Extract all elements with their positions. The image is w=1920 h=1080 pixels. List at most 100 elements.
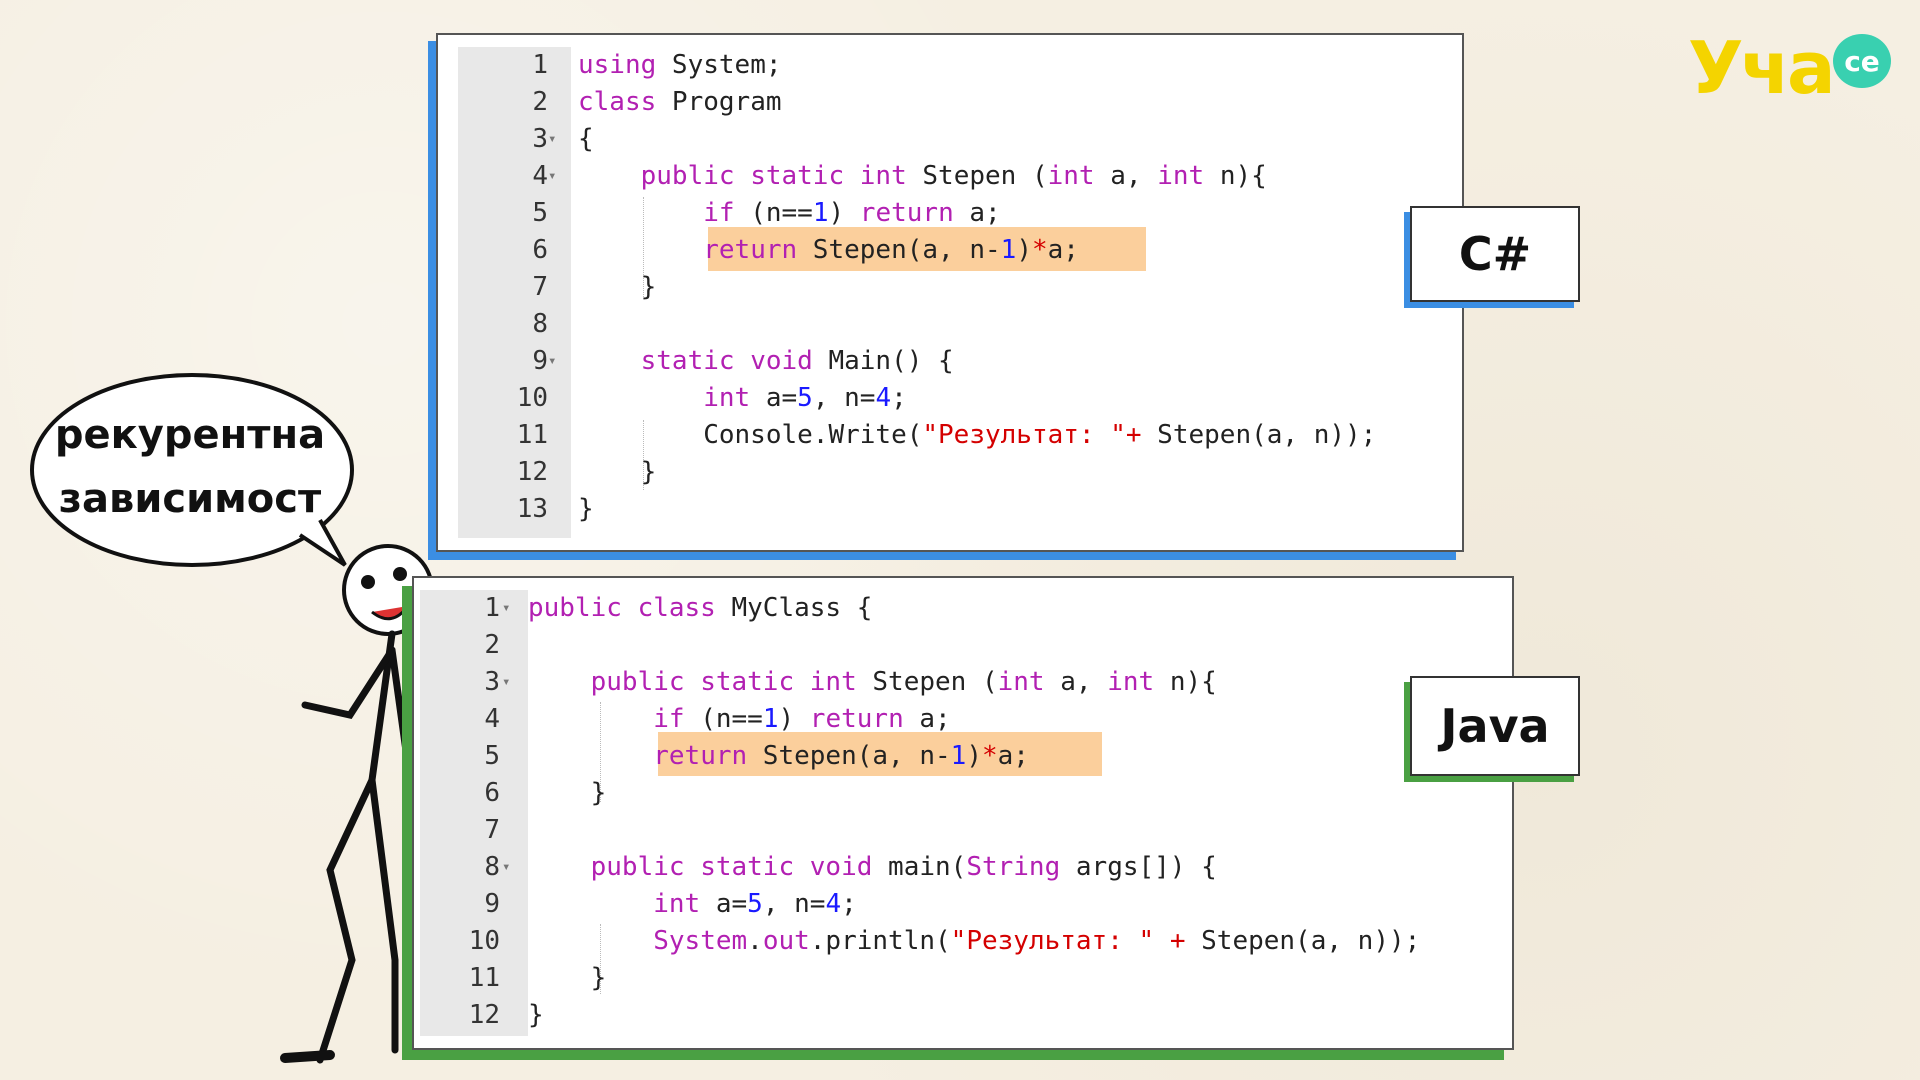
code-text: } — [578, 269, 657, 306]
code-line: 5 return Stepen(a, n-1)*a; — [414, 738, 1512, 775]
code-text: Console.Write("Результат: "+ Stepen(a, n… — [578, 417, 1376, 454]
code-token: a= — [750, 383, 798, 413]
code-token: Stepen(a, n)); — [1185, 926, 1421, 956]
speech-bubble-line2: зависимост — [58, 476, 322, 522]
code-token: 1 — [950, 741, 967, 771]
fold-toggle-icon[interactable]: ▾ — [548, 353, 557, 369]
code-token: int — [1047, 161, 1095, 191]
code-token: public static int — [640, 161, 907, 191]
code-token — [578, 346, 641, 376]
code-text: int a=5, n=4; — [528, 886, 857, 923]
code-token: ) — [828, 198, 860, 228]
indent-guide — [643, 420, 644, 490]
code-token: * — [981, 741, 998, 771]
line-number: 5 — [532, 198, 548, 228]
code-line: 6 return Stepen(a, n-1)*a; — [438, 232, 1462, 269]
code-token: 1 — [1000, 235, 1017, 265]
code-token: int — [703, 383, 751, 413]
code-token — [528, 741, 653, 771]
line-number: 6 — [484, 778, 500, 808]
line-number: 12 — [468, 1000, 500, 1030]
code-text: } — [578, 454, 657, 491]
character-eye-right — [393, 567, 407, 581]
code-token: args[]) { — [1060, 852, 1217, 882]
code-line: 1 using System; — [438, 47, 1462, 84]
code-token: n){ — [1204, 161, 1267, 191]
code-token: return — [859, 198, 954, 228]
code-token: if — [703, 198, 735, 228]
line-number: 7 — [532, 272, 548, 302]
code-line: 9▾ static void Main() { — [438, 343, 1462, 380]
code-line: 11 } — [414, 960, 1512, 997]
code-text: public class MyClass { — [528, 590, 872, 627]
fold-toggle-icon[interactable]: ▾ — [548, 131, 557, 147]
fold-toggle-icon[interactable]: ▾ — [548, 168, 557, 184]
code-text: public static void main(String args[]) { — [528, 849, 1217, 886]
line-number: 4 — [532, 161, 548, 191]
line-number: 8 — [532, 309, 548, 339]
code-token: 4 — [875, 383, 892, 413]
character-foot — [280, 1050, 335, 1063]
code-line: 7 — [414, 812, 1512, 849]
line-number: 3 — [532, 124, 548, 154]
fold-toggle-icon[interactable]: ▾ — [502, 674, 511, 690]
line-number: 11 — [468, 963, 500, 993]
code-line: 8 — [438, 306, 1462, 343]
code-token: static void — [640, 346, 813, 376]
code-token: (n== — [684, 704, 763, 734]
code-token: System — [653, 926, 748, 956]
line-number: 1 — [532, 50, 548, 80]
code-line: 4▾ public static int Stepen (int a, int … — [438, 158, 1462, 195]
code-token — [1154, 926, 1170, 956]
code-token: + — [1169, 926, 1186, 956]
code-token: . — [747, 926, 763, 956]
code-token: a; — [997, 741, 1029, 771]
fold-toggle-icon[interactable]: ▾ — [502, 600, 511, 616]
code-token: Stepen(a, n- — [747, 741, 951, 771]
character-mouth — [371, 605, 410, 621]
code-text: if (n==1) return a; — [578, 195, 1000, 232]
code-text: public static int Stepen (int a, int n){ — [578, 158, 1267, 195]
code-token: 4 — [825, 889, 842, 919]
uchase-logo: Учa се — [1688, 26, 1898, 110]
code-token: { — [578, 124, 594, 154]
code-line: 4 if (n==1) return a; — [414, 701, 1512, 738]
character-body — [316, 630, 396, 1064]
code-token: Stepen ( — [856, 667, 998, 697]
fold-toggle-icon[interactable]: ▾ — [502, 859, 511, 875]
line-number: 9 — [484, 889, 500, 919]
code-token: public static void — [590, 852, 873, 882]
code-line: 10 System.out.println("Результат: " + St… — [414, 923, 1512, 960]
code-token: } — [528, 1000, 544, 1030]
line-number: 8 — [484, 852, 500, 882]
speech-bubble-tail — [298, 519, 347, 567]
code-line: 8▾ public static void main(String args[]… — [414, 849, 1512, 886]
code-token: public class — [528, 593, 716, 623]
code-token: } — [578, 494, 594, 524]
code-line: 12} — [414, 997, 1512, 1034]
code-token: 1 — [762, 704, 779, 734]
code-line: 9 int a=5, n=4; — [414, 886, 1512, 923]
code-line: 13} — [438, 491, 1462, 528]
code-token: , n= — [762, 889, 826, 919]
code-line: 2 — [414, 627, 1512, 664]
code-line: 12 } — [438, 454, 1462, 491]
code-token: , n= — [812, 383, 876, 413]
code-token: Console.Write( — [578, 420, 923, 450]
code-token — [578, 235, 703, 265]
code-token: String — [966, 852, 1061, 882]
code-token: ) — [966, 741, 982, 771]
code-token: + — [1125, 420, 1142, 450]
code-token: if — [653, 704, 685, 734]
code-text: using System; — [578, 47, 782, 84]
code-token — [528, 889, 653, 919]
code-token: int — [653, 889, 701, 919]
line-number: 10 — [468, 926, 500, 956]
code-token: 5 — [797, 383, 813, 413]
code-token: 1 — [812, 198, 829, 228]
code-token: (n== — [734, 198, 813, 228]
code-token: ; — [891, 383, 907, 413]
